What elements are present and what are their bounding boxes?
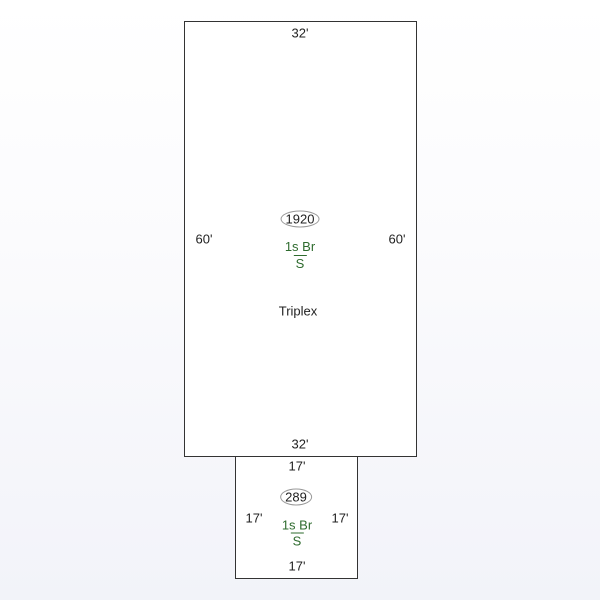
addition-top-dimension: 17' <box>288 458 306 474</box>
main-code-top: 1s Br <box>284 239 316 254</box>
main-top-dimension: 32' <box>291 25 309 41</box>
addition-code-top: 1s Br <box>281 517 313 533</box>
addition-right-dimension: 17' <box>331 510 349 526</box>
addition-bottom-dimension: 17' <box>288 558 306 574</box>
main-usage-label: Triplex <box>278 303 318 319</box>
addition-code-fraction: 1s Br S <box>282 518 312 549</box>
main-right-dimension: 60' <box>388 231 406 247</box>
main-section <box>184 21 417 457</box>
main-left-dimension: 60' <box>195 231 213 247</box>
main-area-label: 1920 <box>280 210 320 228</box>
addition-code-bottom: S <box>290 532 304 549</box>
main-code-bottom: S <box>293 255 307 271</box>
addition-section <box>235 456 358 579</box>
main-code-fraction: 1s Br S <box>285 239 315 271</box>
addition-area-label: 289 <box>280 488 312 506</box>
main-bottom-dimension: 32' <box>291 436 309 452</box>
addition-left-dimension: 17' <box>245 510 263 526</box>
